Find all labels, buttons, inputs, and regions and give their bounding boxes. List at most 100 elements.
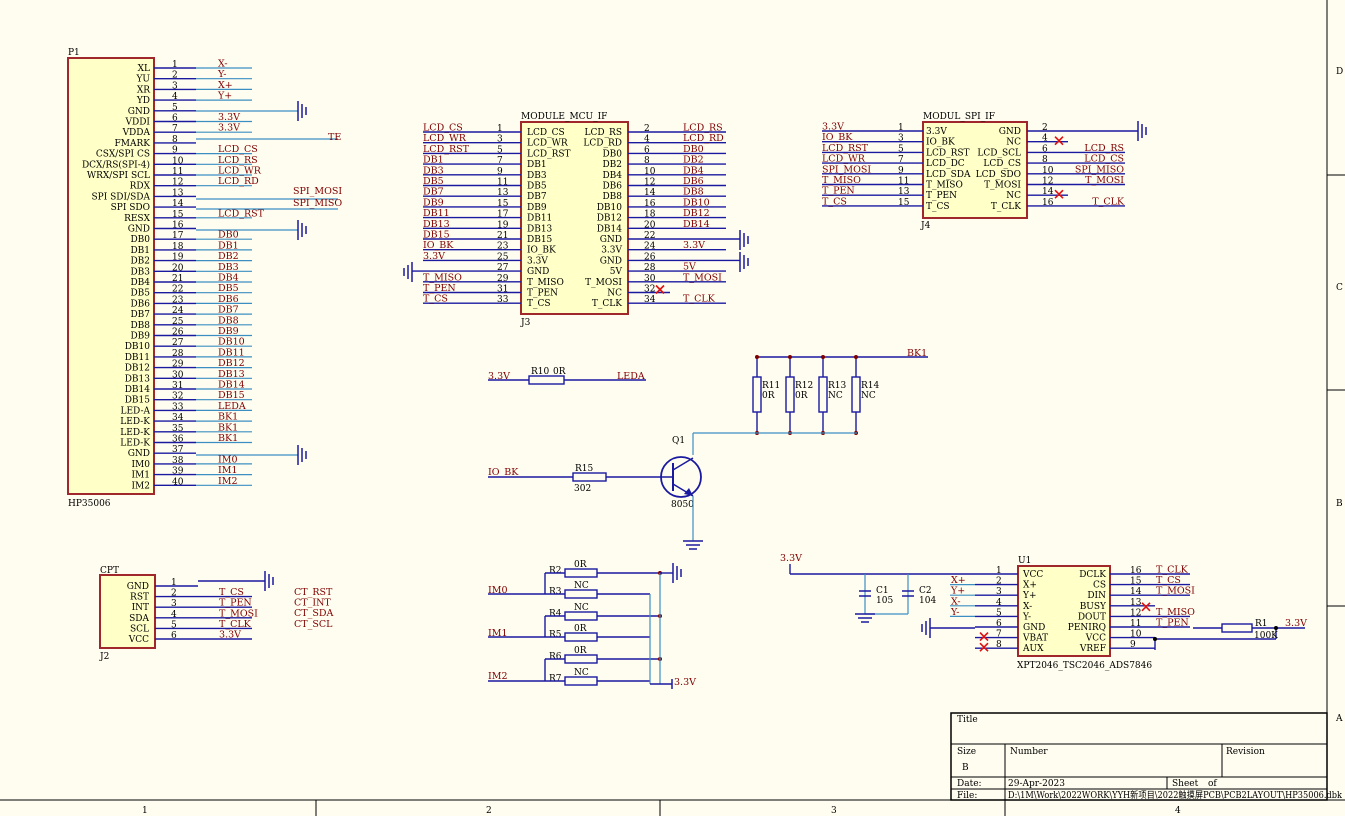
j3-pin-number: 32 bbox=[644, 285, 655, 295]
p1-pin-number: 28 bbox=[172, 349, 184, 359]
j3-pin-name: DB4 bbox=[602, 171, 622, 181]
cpt-pin-number: 2 bbox=[171, 589, 177, 599]
r1-net: 3.3V bbox=[1285, 618, 1307, 629]
j3-pin-number: 5 bbox=[497, 145, 503, 155]
p1-net-spi-mosi: SPI_MOSI bbox=[293, 186, 342, 197]
bk-res-ref: R11 bbox=[762, 381, 780, 391]
gnd-icon bbox=[921, 618, 931, 638]
j3-ref: J3 bbox=[520, 318, 531, 328]
j4-pin-name: NC bbox=[1006, 191, 1021, 201]
u1-pin-name: DOUT bbox=[1078, 612, 1106, 622]
resistor bbox=[818, 376, 828, 413]
j3-net-label: DB12 bbox=[683, 208, 710, 219]
bk-res-ref: R14 bbox=[861, 381, 880, 391]
p1-pin-name: DB12 bbox=[125, 364, 150, 374]
j4-pin-name: T_CLK bbox=[991, 202, 1021, 212]
j3-net-label: T_CLK bbox=[683, 294, 716, 305]
p1-pin-number: 26 bbox=[172, 328, 184, 338]
u1-net-label: Y+ bbox=[950, 586, 965, 597]
p1-net-label: LCD_RS bbox=[218, 155, 258, 166]
p1-pin-number: 32 bbox=[172, 392, 183, 402]
j4-pin-number: 3 bbox=[898, 134, 904, 144]
u1-pin-number: 10 bbox=[1130, 630, 1142, 640]
u1-pin-name: BUSY bbox=[1080, 602, 1107, 612]
cpt-pin-name: INT bbox=[132, 603, 149, 613]
j3-pin-number: 30 bbox=[644, 274, 656, 284]
cpt-pin-number: 6 bbox=[171, 631, 177, 641]
j4-pin-name: LCD_DC bbox=[926, 159, 965, 169]
border-row-a: A bbox=[1335, 714, 1343, 724]
cpt-net-label: T_CLK bbox=[219, 619, 252, 630]
j4-pin-number: 11 bbox=[898, 177, 909, 187]
j4-net-label: LCD_RS bbox=[1084, 143, 1124, 154]
no-connect-icon bbox=[1054, 189, 1064, 199]
j3-title: MODULE_MCU_IF bbox=[521, 112, 607, 122]
j3-pin-name: DB15 bbox=[527, 235, 553, 245]
p1-ref: P1 bbox=[68, 48, 80, 58]
j3-net-label: IO_BK bbox=[423, 240, 454, 251]
cpt-net-label: T_MOSI bbox=[219, 608, 258, 619]
p1-pin-number: 31 bbox=[172, 381, 183, 391]
p1-pin-number: 23 bbox=[172, 295, 184, 305]
no-connect-icon bbox=[979, 632, 989, 642]
p1-net-label: BK1 bbox=[218, 412, 238, 423]
j3-pin-number: 4 bbox=[644, 135, 650, 145]
p1-pin-number: 24 bbox=[172, 306, 184, 316]
junction-dot bbox=[854, 355, 858, 359]
im-res-value: NC bbox=[574, 668, 589, 678]
cpt-pin-name: SDA bbox=[129, 614, 149, 624]
j4-net-label: LCD_RST bbox=[822, 143, 869, 154]
j3-pin-name: 5V bbox=[610, 267, 623, 277]
j3-net-label: DB1 bbox=[423, 155, 444, 166]
j4-connector: MODUL_SPI_IF J4 3.3V13.3VIO_BK3IO_BKLCD_… bbox=[822, 112, 1147, 231]
r1-resistor bbox=[1221, 623, 1253, 633]
r1-value: 100K bbox=[1254, 631, 1278, 641]
j4-pin-number: 10 bbox=[1042, 166, 1054, 176]
r10-left-net: 3.3V bbox=[488, 371, 510, 382]
j4-ref: J4 bbox=[920, 221, 931, 231]
u1-pin-name: VCC bbox=[1022, 570, 1043, 580]
p1-pin-name: DB0 bbox=[130, 235, 150, 245]
j3-pin-name: T_MISO bbox=[527, 278, 564, 288]
j3-pin-name: DB0 bbox=[602, 149, 622, 159]
u1-net-label: X- bbox=[951, 596, 961, 607]
tb-date-value: 29-Apr-2023 bbox=[1008, 779, 1065, 789]
c2-ref: C2 bbox=[919, 586, 932, 596]
resistor bbox=[785, 376, 795, 413]
j4-pin-number: 12 bbox=[1042, 177, 1053, 187]
j3-net-label: 3.3V bbox=[683, 240, 705, 251]
u1-pin-number: 7 bbox=[996, 630, 1002, 640]
q1-value: 8050 bbox=[671, 500, 694, 510]
j3-pin-number: 22 bbox=[644, 231, 655, 241]
p1-pin-number: 2 bbox=[172, 71, 178, 81]
im-res-ref: R6 bbox=[549, 652, 562, 662]
u1-pin-number: 9 bbox=[1130, 640, 1136, 650]
u1-pin-number: 3 bbox=[996, 587, 1002, 597]
j4-net-label: T_CLK bbox=[1092, 196, 1125, 207]
j3-pin-name: T_MOSI bbox=[585, 278, 622, 288]
j3-net-label: DB11 bbox=[423, 208, 450, 219]
j3-pin-number: 15 bbox=[497, 199, 509, 209]
backlight-circuit: 3.3V R10 0R LEDA BK1 R110RR120RR13NCR14N… bbox=[488, 348, 928, 550]
u1-pin-name: GND bbox=[1023, 623, 1045, 633]
gnd-icon bbox=[672, 563, 682, 583]
j3-pin-number: 26 bbox=[644, 252, 656, 262]
u1-pin-name: VBAT bbox=[1022, 634, 1048, 644]
j4-pin-number: 13 bbox=[898, 187, 910, 197]
c1-ref: C1 bbox=[876, 586, 889, 596]
p1-pin-name: DB2 bbox=[130, 257, 150, 267]
tb-file-value: D:\1M\Work\2022WORK\YYH新项目\2022触摸屏PCB\PC… bbox=[1008, 789, 1342, 801]
j3-net-label: DB2 bbox=[683, 155, 704, 166]
j3-pin-number: 6 bbox=[644, 145, 650, 155]
j3-connector: MODULE_MCU_IF J3 LCD_CS1LCD_CSLCD_WR3LCD… bbox=[403, 112, 749, 328]
p1-net-label: Y+ bbox=[217, 91, 232, 102]
u1-pin-name: X- bbox=[1023, 602, 1032, 612]
j3-pin-name: DB1 bbox=[527, 160, 547, 170]
no-connect-icon bbox=[1054, 136, 1064, 146]
j3-pin-name: 3.3V bbox=[527, 256, 548, 266]
resistor bbox=[564, 654, 598, 664]
j3-pin-number: 8 bbox=[644, 156, 650, 166]
bk-res-value: 0R bbox=[795, 391, 808, 401]
j3-pin-number: 27 bbox=[497, 263, 509, 273]
